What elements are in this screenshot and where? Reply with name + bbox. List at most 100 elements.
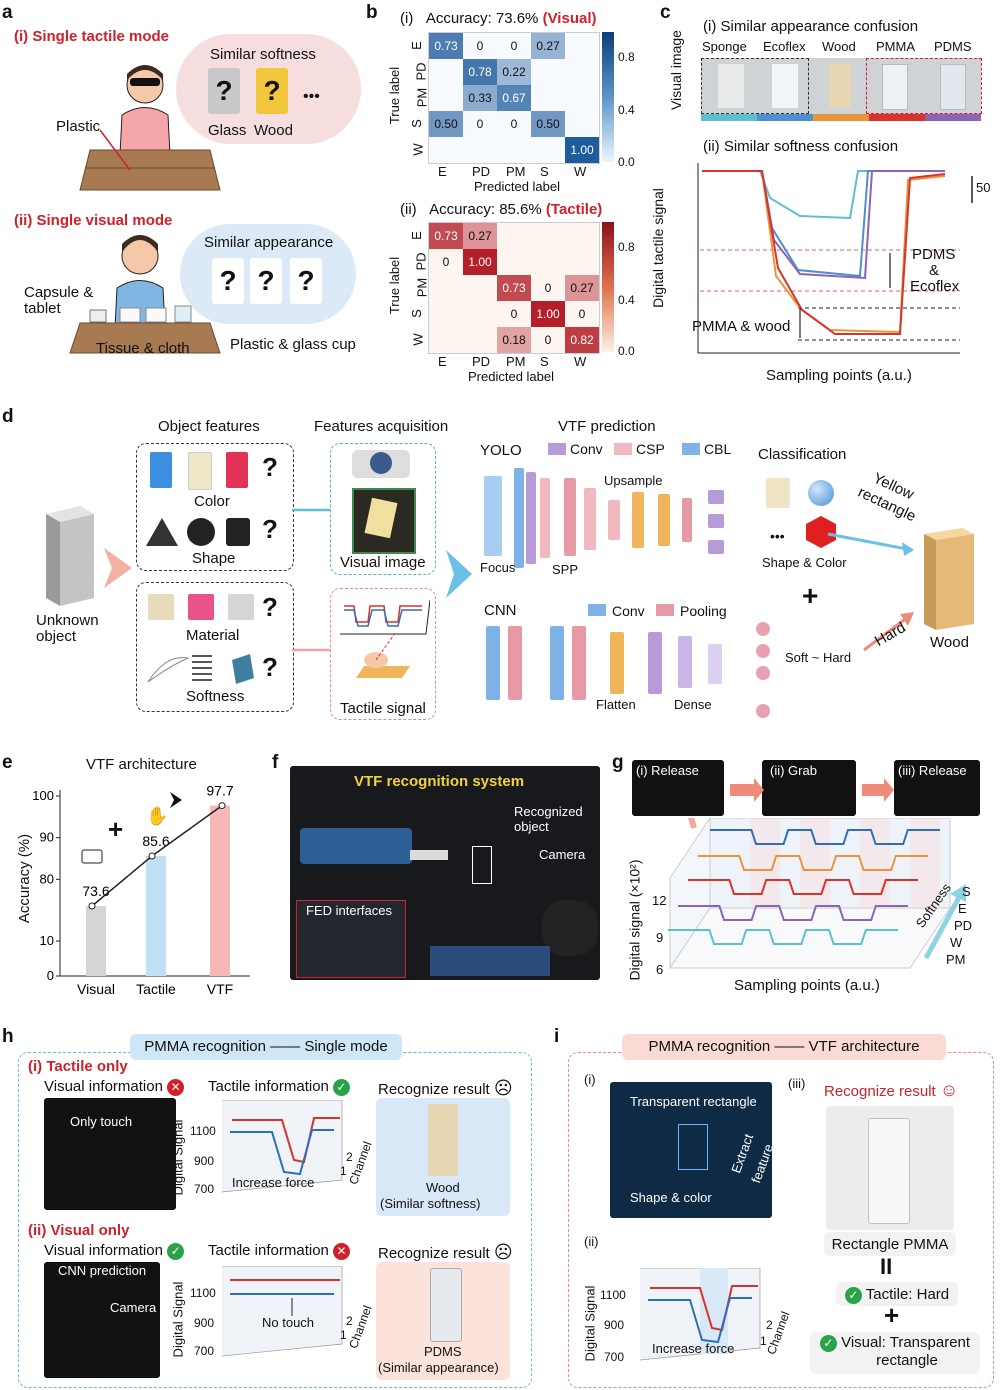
i-tactile-hard: ✓ Tactile: Hard	[836, 1282, 958, 1306]
cb-t-04: 0.4	[618, 293, 635, 307]
h-camera: Camera	[110, 1300, 157, 1315]
d-q-material: ?	[262, 592, 278, 622]
h-i-visual-info: Visual information ✕	[44, 1078, 185, 1096]
legend-cbl: CBL	[704, 441, 732, 457]
yolo-layer	[526, 472, 536, 564]
panel-a-ii-title: (ii) Single visual mode	[14, 212, 173, 229]
cb-v-08: 0.8	[618, 50, 635, 64]
h-cnn-pred: CNN prediction	[58, 1263, 147, 1278]
sad-face-icon: ☹	[493, 1078, 513, 1098]
e-ytick-label: 90	[40, 830, 54, 845]
e-trend-point	[148, 852, 156, 860]
happy-face-icon: ☺	[939, 1080, 959, 1100]
e-ytick-label: 80	[40, 871, 54, 886]
tactile-scene	[79, 65, 221, 191]
h-no-touch: No touch	[262, 1315, 315, 1330]
f-fed: FED interfaces	[306, 903, 392, 918]
f-object	[472, 846, 492, 884]
ellipsis: •••	[303, 88, 320, 105]
h-ii-sim-app: (Similar appearance)	[378, 1360, 499, 1375]
g-series-label-pm: PM	[946, 952, 966, 967]
b-ii-cell: 0.82	[565, 327, 599, 353]
g-series-label-s: S	[962, 884, 971, 899]
legend-conv: Conv	[570, 441, 603, 457]
f-camera: Camera	[539, 847, 586, 862]
b-ii-pred-label: Predicted label	[468, 369, 554, 384]
e-value-label: 97.7	[206, 783, 233, 799]
h-ii-ch1: 1	[340, 1328, 347, 1342]
g-series-line-w	[678, 905, 908, 921]
accuracy-bar-chart: //0108090100Visual73.6Tactile85.6VTF97.7…	[32, 783, 250, 997]
cnn-layer	[678, 636, 692, 688]
h-ii-ch2: 2	[346, 1314, 353, 1328]
h-only-touch: Only touch	[70, 1114, 133, 1129]
b-ii-cell: 0.18	[497, 327, 531, 353]
legend-cnn-conv-sw	[588, 604, 606, 616]
c-photo-wood	[829, 64, 851, 108]
h-header: PMMA recognition —— Single mode	[130, 1034, 402, 1060]
b-ii-xlabel-E: E	[438, 354, 447, 369]
g-floor-plane	[669, 907, 951, 969]
i-increase: Increase force	[652, 1341, 735, 1356]
d-softness: Softness	[186, 688, 245, 705]
wood-block	[924, 528, 974, 630]
g-signal-plot	[668, 818, 966, 970]
i-visual1: Visual: Transparent	[841, 1334, 971, 1351]
yolo-layer	[708, 540, 724, 554]
panel-i-label: i	[554, 1026, 560, 1047]
e-category-label: VTF	[207, 981, 233, 997]
b-i-xlabel-S: S	[540, 164, 549, 179]
cnn-layer	[572, 626, 586, 700]
capsule-label: Capsule &	[24, 284, 94, 301]
h-ii-ds: Digital Signal	[170, 1281, 186, 1358]
b-i-title: (i) Accuracy: 73.6% (Visual)	[400, 10, 597, 27]
g-release2: (iii) Release	[898, 763, 967, 778]
yolo-layer	[584, 488, 596, 550]
h-i-title: (i) Tactile only	[28, 1058, 128, 1075]
h-ii-visual-info: Visual information ✓	[44, 1242, 185, 1260]
e-trend-point	[88, 902, 96, 910]
class-dots: •••	[770, 528, 785, 544]
f-stage	[430, 946, 550, 976]
b-ii-cell: 0	[442, 255, 450, 269]
yolo-layer	[708, 514, 724, 528]
d-q-shape: ?	[262, 514, 278, 544]
i-object-box	[678, 1124, 708, 1170]
i-900: 900	[604, 1318, 625, 1332]
i-iii-sub: (iii)	[788, 1076, 806, 1091]
g-arrows	[730, 778, 894, 802]
b-ii-cell: 0	[510, 307, 518, 321]
class-beige-cube	[766, 478, 790, 508]
h-ii-photo	[44, 1262, 160, 1378]
legend-conv-sw	[548, 443, 566, 455]
red-cube	[226, 452, 248, 488]
d-result-arrows	[827, 532, 914, 652]
e-ytick-label: 0	[47, 968, 54, 983]
output-neuron	[756, 622, 770, 636]
h-ii-700: 700	[194, 1344, 215, 1358]
c-strip-pmma	[869, 114, 925, 121]
yolo-layer	[564, 478, 576, 556]
i-transparent: Transparent rectangle	[630, 1094, 757, 1109]
panel-h-label: h	[2, 1026, 14, 1047]
h-i-900: 900	[194, 1154, 215, 1168]
beige-cube	[188, 452, 212, 490]
h-ii-1100: 1100	[190, 1286, 216, 1300]
d-unknown1: Unknown	[36, 612, 99, 629]
tablet-label: tablet	[24, 300, 61, 317]
e-value-label: 73.6	[82, 883, 109, 899]
b-i-pred-label: Predicted label	[474, 179, 560, 194]
b-i-cell: 0	[510, 39, 518, 53]
pmma-line	[702, 170, 946, 335]
c-material-pdms: PDMS	[934, 39, 972, 54]
blue-cube	[150, 452, 172, 488]
panel-g-label: g	[612, 752, 624, 773]
cnn-layer	[610, 632, 624, 694]
c-tactile-plot	[697, 163, 973, 354]
b-ii-ylabel-PM: PM	[414, 277, 430, 298]
c-photo-ecoflex	[772, 64, 798, 108]
yolo-layer	[484, 476, 502, 556]
check-icon: ✓	[333, 1078, 351, 1096]
g-grab-band	[910, 818, 940, 908]
b-i-ylabel-W: W	[410, 143, 426, 156]
